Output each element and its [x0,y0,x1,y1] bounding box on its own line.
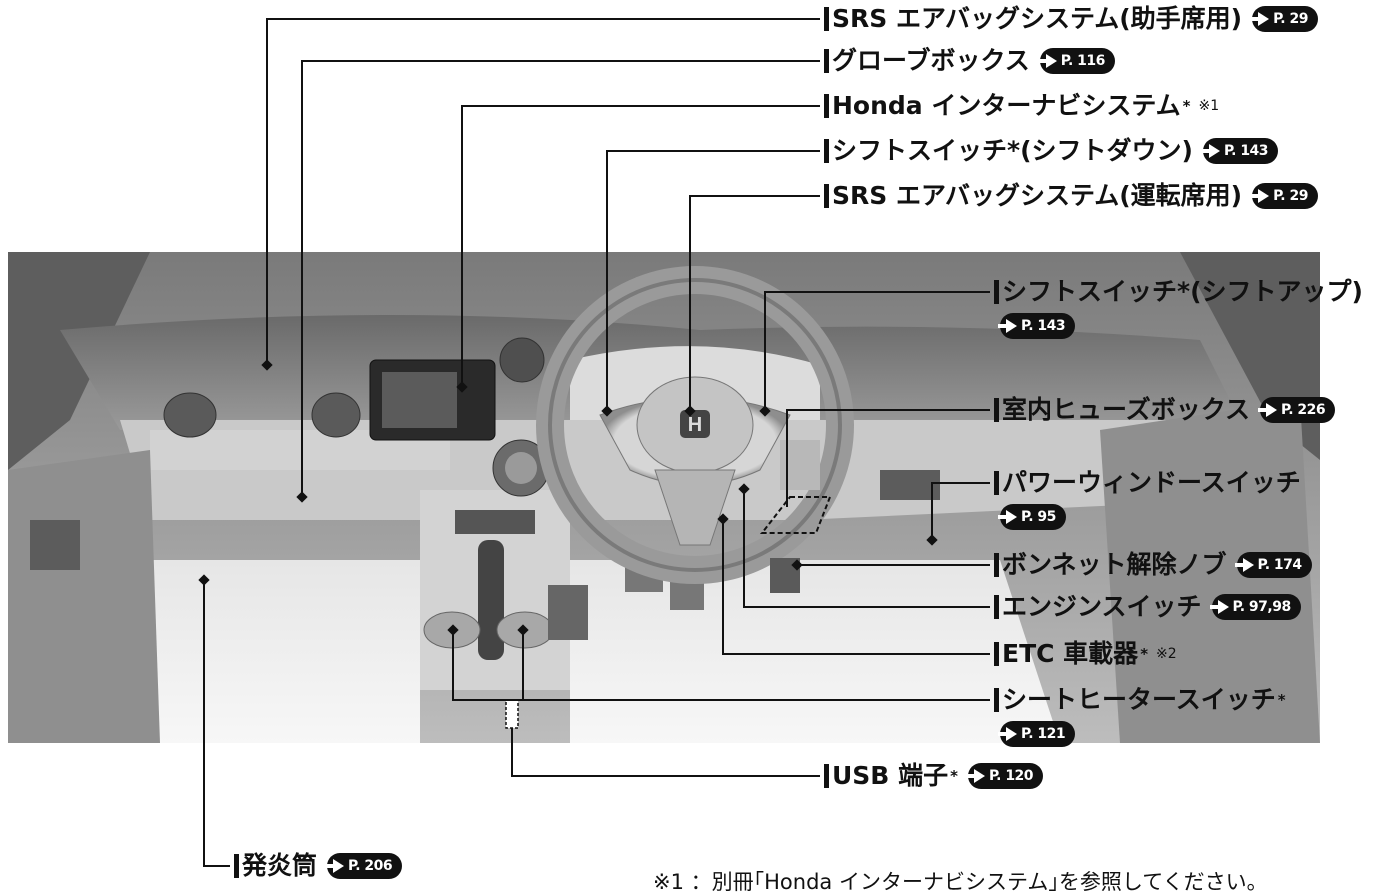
label-shift-down: シフトスイッチ*(シフトダウン) P. 143 [824,136,1279,166]
label-fuse-box: 室内ヒューズボックス P. 226 [994,395,1336,425]
arrow-icon [1250,189,1270,203]
shift-lever [478,540,504,660]
label-seat-heater-ref: P. 121 [994,721,1076,747]
page-ref-badge[interactable]: P. 29 [1250,183,1318,209]
page-ref-badge[interactable]: P. 143 [1200,138,1279,164]
page-ref-badge[interactable]: P. 116 [1037,48,1115,74]
label-airbag-passenger: SRS エアバッグシステム(助手席用) P. 29 [824,4,1318,34]
label-glove-box: グローブボックス P. 116 [824,46,1115,76]
label-seat-heater: シートヒータースイッチ* [994,685,1286,715]
label-shift-up: シフトスイッチ*(シフトアップ) [994,277,1363,307]
footnote: ※1 ：別冊｢Honda インターナビシステム｣を参照してください。 [653,870,1268,894]
label-flare: 発炎筒 P. 206 [234,851,403,881]
vent-left [163,392,217,438]
arrow-icon [1037,54,1057,68]
arrow-icon [325,859,345,873]
svg-text:H: H [688,414,702,436]
vent-center [311,392,361,438]
label-airbag-driver: SRS エアバッグシステム(運転席用) P. 29 [824,181,1318,211]
arrow-icon [965,769,985,783]
arrow-icon [998,319,1017,333]
page-ref-badge[interactable]: P. 206 [325,853,403,879]
label-hood-release: ボンネット解除ノブ P. 174 [994,550,1312,580]
arrow-icon [1258,403,1278,417]
page-ref-badge[interactable]: P. 226 [1258,397,1336,423]
usb-marker [505,699,519,729]
page-ref-badge[interactable]: P. 143 [998,313,1076,339]
arrow-icon [1209,600,1229,614]
arrow-icon [998,727,1017,741]
label-etc: ETC 車載器*※2 [994,639,1177,669]
arrow-icon [1234,558,1254,572]
page-ref-badge[interactable]: P. 29 [1250,6,1318,32]
label-navi: Honda インターナビシステム*※1 [824,91,1219,121]
page-ref-badge[interactable]: P. 120 [965,763,1044,789]
label-power-window-ref: P. 95 [994,504,1066,530]
arrow-icon [998,510,1017,524]
page-ref-badge[interactable]: P. 95 [998,504,1066,530]
label-power-window: パワーウィンドースイッチ [994,468,1301,498]
arrow-icon [1200,144,1220,158]
page-ref-badge[interactable]: P. 97,98 [1209,594,1301,620]
label-engine-switch: エンジンスイッチ P. 97,98 [994,592,1301,622]
page-ref-badge[interactable]: P. 121 [998,721,1076,747]
label-usb: USB 端子* P. 120 [824,761,1044,791]
fuse-box-marker [759,496,832,534]
arrow-icon [1250,12,1270,26]
label-shift-up-ref: P. 143 [994,313,1076,339]
page-ref-badge[interactable]: P. 174 [1234,552,1312,578]
